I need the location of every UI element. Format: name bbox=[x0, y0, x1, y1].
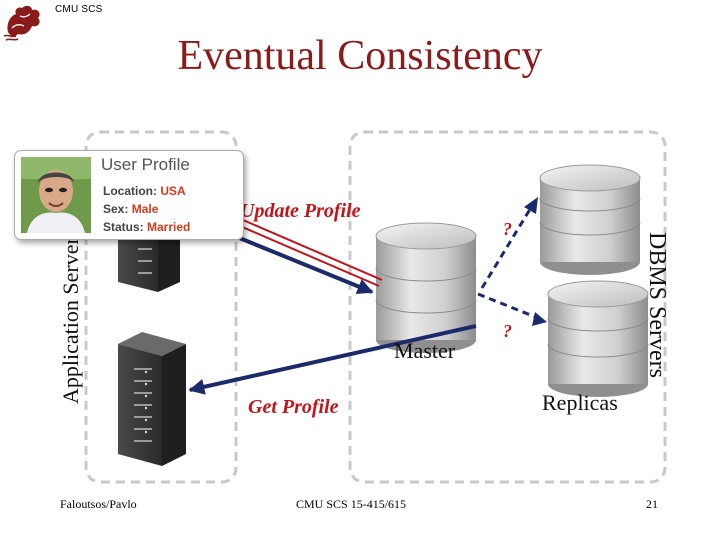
replica-database-cylinder-2 bbox=[547, 280, 649, 397]
user-profile-card: User Profile Location: USA Sex: Male Sta… bbox=[14, 150, 244, 240]
sex-value: Male bbox=[131, 202, 159, 216]
footer-authors: Faloutsos/Pavlo bbox=[60, 497, 137, 511]
stale-read-red-arrow bbox=[224, 212, 383, 287]
profile-sex-row: Sex: Male bbox=[103, 202, 158, 216]
profile-photo-avatar bbox=[21, 157, 91, 233]
cmu-griffin-logo bbox=[3, 5, 40, 41]
dbms-servers-label: DBMS Servers bbox=[644, 232, 670, 379]
replication-arrow-2 bbox=[477, 292, 547, 326]
status-value: Married bbox=[147, 220, 191, 234]
user-profile-title: User Profile bbox=[101, 155, 190, 174]
slide-title: Eventual Consistency bbox=[177, 33, 543, 79]
footer-page-number: 21 bbox=[646, 497, 658, 511]
profile-location-row: Location: USA bbox=[103, 184, 186, 198]
footer-course: CMU SCS 15-415/615 bbox=[296, 497, 407, 511]
dbms-servers-group-box bbox=[348, 130, 667, 484]
status-label: Status: bbox=[103, 220, 144, 234]
location-label: Location: bbox=[103, 184, 157, 198]
profile-status-row: Status: Married bbox=[103, 220, 190, 234]
sex-label: Sex: bbox=[103, 202, 129, 216]
master-label: Master bbox=[394, 338, 456, 363]
replication-question-mark-2: ? bbox=[503, 321, 512, 341]
header-label: CMU SCS bbox=[55, 4, 103, 15]
replication-arrow-1 bbox=[480, 197, 538, 289]
replication-question-mark-1: ? bbox=[503, 219, 512, 239]
get-profile-label: Get Profile bbox=[248, 396, 339, 418]
app-servers-group-box bbox=[84, 130, 238, 484]
application-servers-label: Application Servers bbox=[58, 228, 83, 404]
replica-database-cylinder-1 bbox=[539, 164, 641, 275]
master-database-cylinder bbox=[375, 222, 477, 353]
app-server-rack-2 bbox=[118, 332, 186, 466]
get-profile-arrow bbox=[188, 324, 477, 395]
update-profile-label: Update Profile bbox=[240, 200, 361, 222]
replicas-label: Replicas bbox=[542, 390, 618, 415]
location-value: USA bbox=[160, 184, 186, 198]
